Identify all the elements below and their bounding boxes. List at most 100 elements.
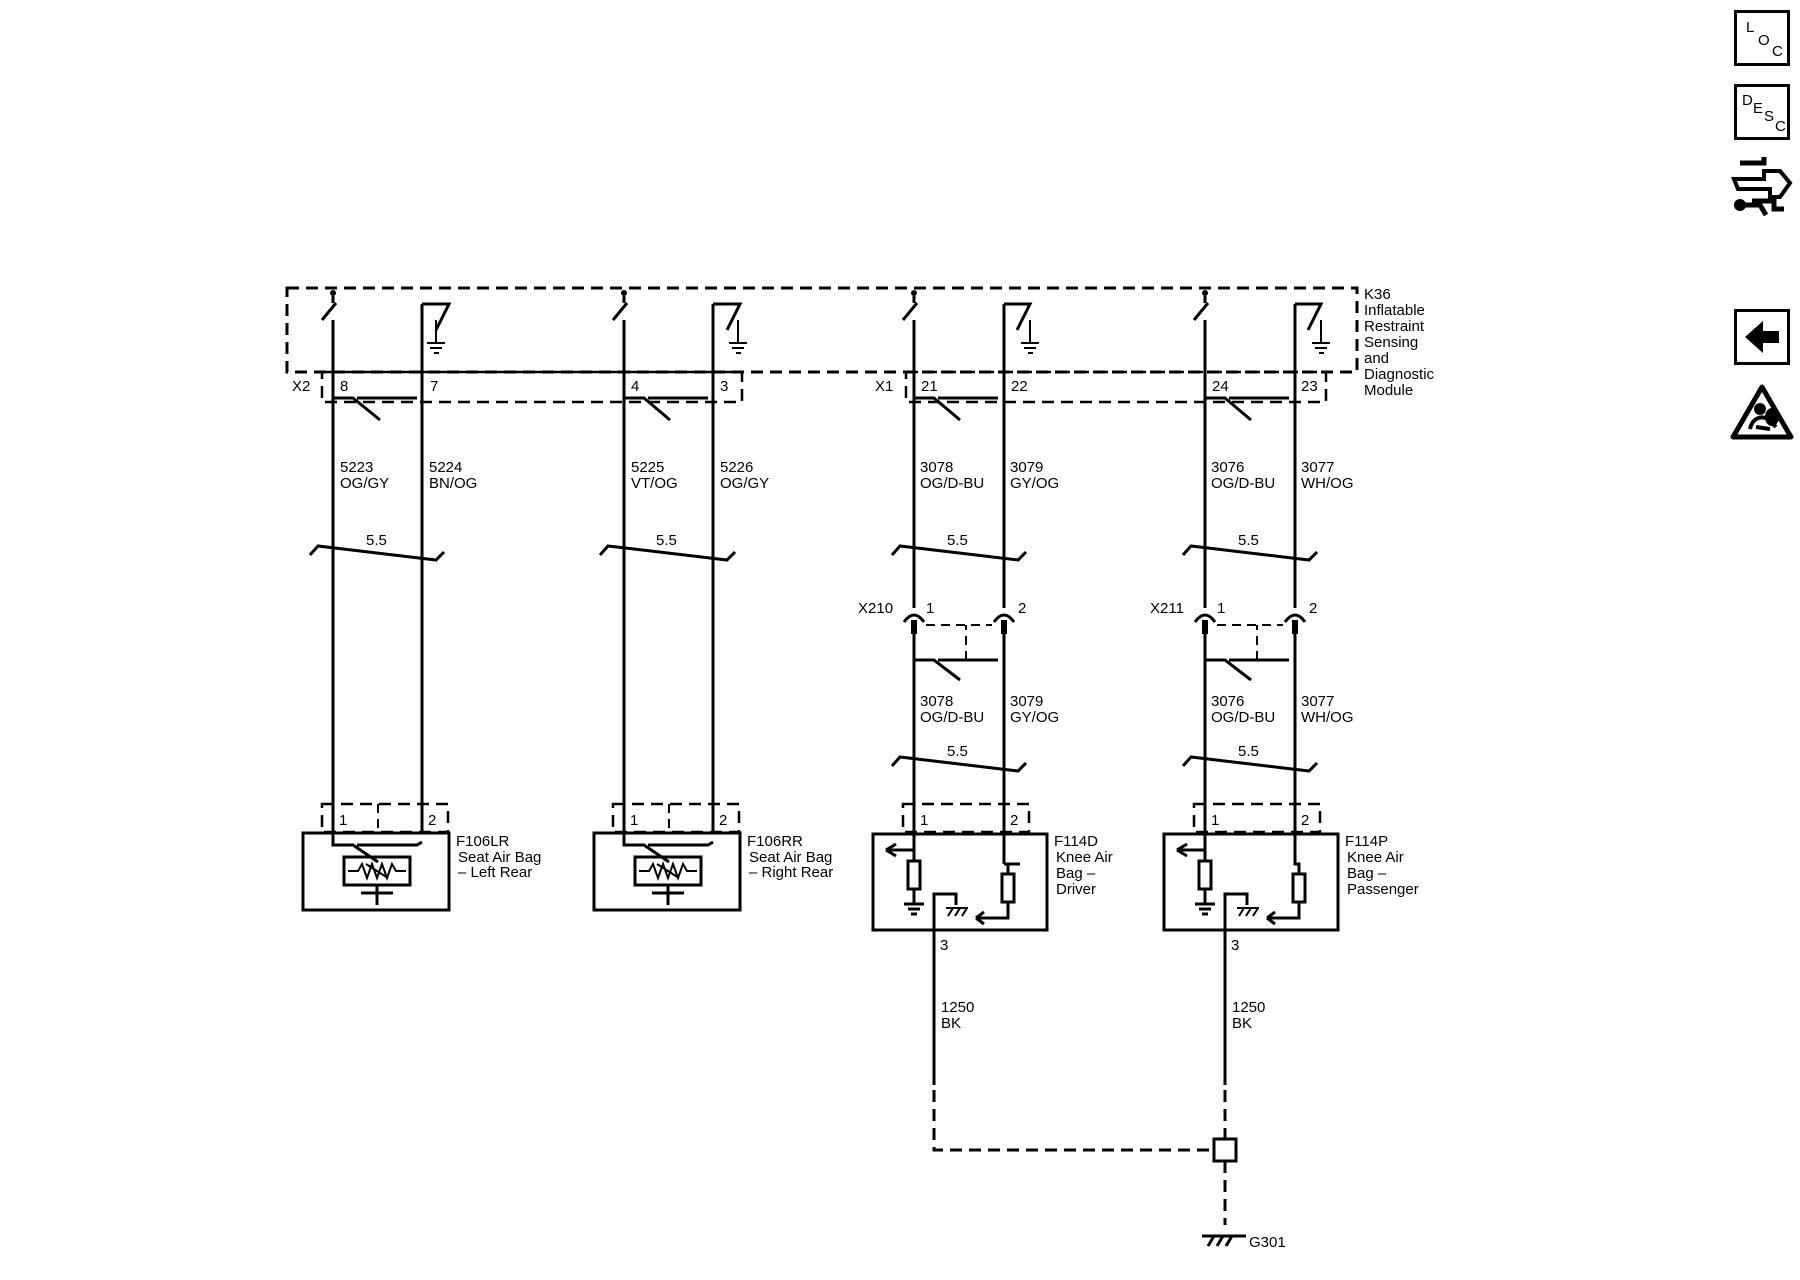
pin-8: 8 — [340, 378, 348, 395]
module-name-line: and — [1364, 350, 1389, 367]
circuit-3079-color: GY/OG — [1010, 475, 1059, 492]
twist-label-d2: 5.5 — [947, 743, 968, 760]
circuit-5223-color: OG/GY — [340, 475, 389, 492]
twist-label-p2: 5.5 — [1238, 743, 1259, 760]
circuit-3077-lower: 3077 — [1301, 693, 1334, 710]
circuit-labels-lower: 3078 OG/D-BU 3079 GY/OG 3076 OG/D-BU 307… — [920, 693, 1354, 726]
component-f106rr: 1 2 F106RR Seat Air Bag – Right Rear — [592, 802, 833, 912]
back-button[interactable] — [1734, 309, 1790, 365]
circuit-3077-lower-color: WH/OG — [1301, 709, 1354, 726]
connector-end-view-icon[interactable] — [1730, 153, 1794, 225]
pin-21: 21 — [921, 378, 938, 395]
module-name-line: Inflatable — [1364, 302, 1425, 319]
airbag-warning-icon[interactable] — [1730, 383, 1794, 441]
f106lr-pin1: 1 — [339, 812, 347, 829]
loc-letter-o: O — [1758, 32, 1770, 49]
inline-connector-x211: X211 1 2 — [1150, 600, 1317, 682]
f114d-pin1: 1 — [920, 812, 928, 829]
pin-4: 4 — [631, 378, 639, 395]
circuit-5226: 5226 — [720, 459, 753, 476]
desc-button[interactable]: D E S C — [1734, 84, 1790, 140]
f106rr-desc-2: – Right Rear — [749, 864, 833, 881]
module-switch-b — [611, 290, 747, 422]
module-switch-d — [1192, 290, 1330, 422]
circuit-3079-lower-color: GY/OG — [1010, 709, 1059, 726]
f106lr-desc-2: – Left Rear — [458, 864, 532, 881]
module-switch-c — [901, 290, 1039, 422]
f114p-desc-1: Knee Air — [1347, 849, 1404, 866]
f114p-desc-3: Passenger — [1347, 881, 1419, 898]
circuit-3078-lower: 3078 — [920, 693, 953, 710]
f114p-pin1: 1 — [1211, 812, 1219, 829]
x210-pin1: 1 — [926, 600, 934, 617]
module-name-line: Sensing — [1364, 334, 1418, 351]
module-name-line: Diagnostic — [1364, 366, 1435, 383]
circuit-labels-upper: 5223 OG/GY 5224 BN/OG 5225 VT/OG 5226 OG… — [340, 459, 1354, 492]
circuit-3078-color: OG/D-BU — [920, 475, 984, 492]
module-pin-labels: 8 7 4 3 21 22 24 23 — [340, 378, 1318, 395]
circuit-3076-lower-color: OG/D-BU — [1211, 709, 1275, 726]
circuit-3076-lower: 3076 — [1211, 693, 1244, 710]
twist-label-lr: 5.5 — [366, 532, 387, 549]
circuit-3078-lower-color: OG/D-BU — [920, 709, 984, 726]
back-arrow-icon — [1745, 321, 1779, 353]
component-f114p: 1 2 3 F114P Knee Air Bag – Passenger — [1162, 802, 1419, 954]
twist-label-p1: 5.5 — [1238, 532, 1259, 549]
f114p-desc-2: Bag – — [1347, 865, 1387, 882]
component-f114d: 1 2 3 F114D Knee Air Bag – Driver — [871, 802, 1113, 954]
circuit-5226-color: OG/GY — [720, 475, 769, 492]
f114d-desc-2: Bag – — [1056, 865, 1096, 882]
f114d-ref: F114D — [1054, 833, 1098, 850]
circuit-3076-color: OG/D-BU — [1211, 475, 1275, 492]
twist-markers-lower: 5.5 5.5 — [890, 743, 1319, 773]
f106lr-pin2: 2 — [428, 812, 436, 829]
x211-label: X211 — [1150, 600, 1184, 617]
desc-letter-s: S — [1764, 108, 1775, 125]
ground-g301-label: G301 — [1249, 1234, 1286, 1251]
module-k36: K36 InflatableRestraintSensingandDiagnos… — [285, 286, 1435, 422]
f114d-pin3: 3 — [940, 937, 948, 954]
module-name: InflatableRestraintSensingandDiagnosticM… — [1364, 302, 1435, 399]
pin-7: 7 — [430, 378, 438, 395]
module-name-line: Restraint — [1364, 318, 1425, 335]
module-name-line: Module — [1364, 382, 1413, 399]
pin-3: 3 — [720, 378, 728, 395]
desc-letter-d: D — [1742, 92, 1753, 109]
twist-label-d1: 5.5 — [947, 532, 968, 549]
circuit-5225: 5225 — [631, 459, 664, 476]
loc-letter-l: L — [1746, 19, 1755, 36]
f106rr-ref: F106RR — [747, 833, 803, 850]
twist-label-rr: 5.5 — [656, 532, 677, 549]
f106rr-desc-1: Seat Air Bag — [749, 849, 832, 866]
f106lr-desc-1: Seat Air Bag — [458, 849, 541, 866]
ground-wire-1-num: 1250 — [941, 999, 974, 1016]
x211-pin1: 1 — [1217, 600, 1225, 617]
f114p-pin3: 3 — [1231, 937, 1239, 954]
twist-markers-upper: 5.5 5.5 5.5 5.5 — [308, 532, 1319, 562]
loc-letter-c: C — [1772, 43, 1783, 60]
pin-23: 23 — [1301, 378, 1318, 395]
x211-pin2: 2 — [1309, 600, 1317, 617]
connector-x1-label: X1 — [875, 378, 893, 395]
loc-button[interactable]: L O C — [1734, 10, 1790, 66]
f114d-desc-3: Driver — [1056, 881, 1096, 898]
x210-label: X210 — [858, 600, 893, 617]
f106lr-ref: F106LR — [456, 833, 510, 850]
circuit-5224-color: BN/OG — [429, 475, 477, 492]
circuit-5224: 5224 — [429, 459, 462, 476]
module-switch-a — [320, 290, 452, 422]
ground-circuits: 1250 BK 1250 BK G301 — [932, 930, 1286, 1251]
circuit-3079: 3079 — [1010, 459, 1043, 476]
circuit-3077-color: WH/OG — [1301, 475, 1354, 492]
pin-24: 24 — [1212, 378, 1229, 395]
circuit-3079-lower: 3079 — [1010, 693, 1043, 710]
ground-wire-2-num: 1250 — [1232, 999, 1265, 1016]
circuit-5225-color: VT/OG — [631, 475, 678, 492]
module-ref: K36 — [1364, 286, 1391, 303]
circuit-3078: 3078 — [920, 459, 953, 476]
pin-22: 22 — [1011, 378, 1028, 395]
f114d-pin2: 2 — [1010, 812, 1018, 829]
f114d-desc-1: Knee Air — [1056, 849, 1113, 866]
x210-pin2: 2 — [1018, 600, 1026, 617]
